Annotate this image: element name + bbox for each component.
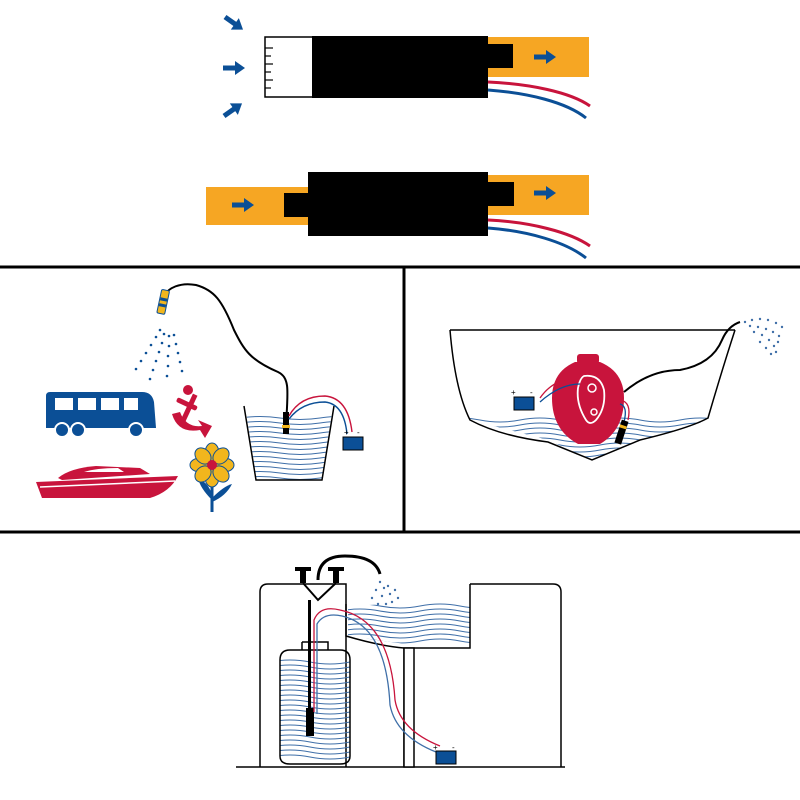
battery-terminal-negative: - (530, 388, 533, 397)
submersible-pump (306, 708, 314, 736)
inline-pump-diagram (206, 172, 591, 260)
pump-body (312, 36, 488, 98)
bilge-application-panel: + - (449, 317, 784, 461)
bucket-application-panel: + - (36, 283, 364, 512)
wire-negative (487, 226, 587, 260)
battery-terminal-negative: - (452, 743, 455, 752)
spray-nozzle-icon (156, 289, 170, 315)
water-bucket (243, 405, 335, 481)
battery-icon: + - (433, 743, 457, 765)
bus-icon (46, 392, 156, 438)
battery-icon: + - (511, 388, 535, 411)
battery-icon: + - (342, 428, 364, 451)
battery-terminal-positive: + (344, 428, 349, 437)
battery-terminal-positive: + (433, 743, 438, 752)
bilge-pump-icon (552, 354, 624, 444)
boat-icon (36, 466, 178, 498)
cabinet-left (259, 583, 347, 767)
wire-positive (487, 80, 591, 108)
pump-body (308, 172, 488, 236)
wire-positive (487, 218, 591, 248)
outlet-arrow-icon (534, 186, 556, 200)
water-spray-icon (370, 580, 400, 606)
panel-dividers (0, 265, 800, 534)
water-spray-icon (743, 317, 784, 356)
battery-terminal-negative: - (357, 428, 360, 437)
float-switch (614, 419, 629, 445)
tank-sink-panel: + - (236, 554, 565, 768)
anchor-icon (172, 385, 212, 438)
wire-negative (487, 88, 587, 120)
submersible-pump (283, 412, 289, 434)
boat-hull (449, 329, 736, 461)
faucet-icon (295, 554, 382, 602)
submersible-pump-diagram (222, 14, 591, 120)
flower-icon (189, 442, 235, 512)
drain-pipe (403, 647, 415, 768)
outlet-arrow-icon (534, 50, 556, 64)
strainer (264, 36, 314, 98)
intake-arrows-icon (222, 14, 245, 119)
garden-hose (163, 283, 289, 426)
water-spray-icon (134, 328, 184, 381)
inlet-arrow-icon (232, 198, 254, 212)
bilge-outlet-hose (623, 321, 741, 393)
battery-terminal-positive: + (511, 388, 516, 397)
